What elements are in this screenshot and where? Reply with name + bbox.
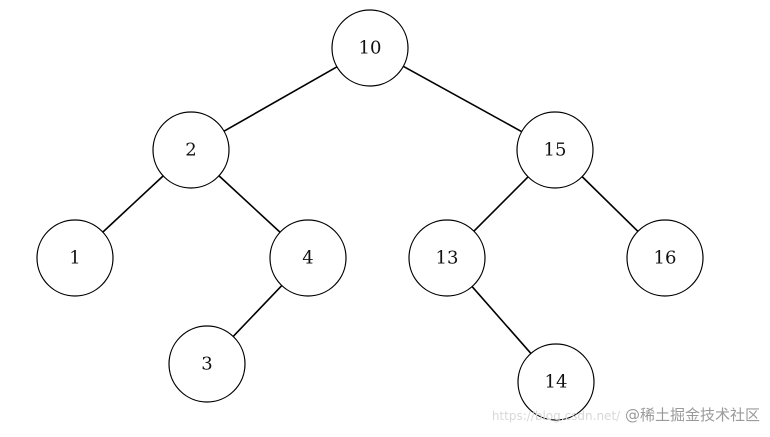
watermark-text: @稀土掘金技术社区 [624,406,760,424]
tree-node: 14 [517,343,595,421]
tree-edge [232,284,283,338]
tree-node: 4 [269,219,347,297]
tree-node: 13 [408,219,486,297]
node-label: 4 [302,248,313,269]
node-circle [168,325,246,403]
node-label: 13 [436,248,459,269]
tree-edge [581,176,639,232]
tree-node: 10 [331,9,409,87]
tree-edges [102,65,639,354]
node-circle [152,111,230,189]
node-label: 10 [359,38,382,59]
node-circle [517,343,595,421]
watermark-url: https://blog.csdn.net/ [491,409,621,423]
node-circle [269,219,347,297]
tree-edge [102,175,164,233]
tree-node: 16 [626,219,704,297]
node-circle [626,219,704,297]
tree-edge [223,66,338,132]
node-label: 3 [201,354,212,375]
tree-node: 3 [168,325,246,403]
watermark: https://blog.csdn.net/ @稀土掘金技术社区 [492,404,760,425]
node-circle [331,9,409,87]
tree-edge [473,176,529,232]
tree-edge [218,175,281,233]
node-circle [408,219,486,297]
tree-node: 15 [516,111,594,189]
node-label: 15 [544,140,567,161]
tree-node: 1 [36,219,114,297]
tree-edge [402,65,523,133]
node-label: 2 [185,140,196,161]
node-label: 1 [69,248,80,269]
tree-node: 2 [152,111,230,189]
node-label: 16 [654,248,677,269]
node-circle [516,111,594,189]
node-label: 14 [545,372,568,393]
tree-edge [471,286,532,354]
node-circle [36,219,114,297]
